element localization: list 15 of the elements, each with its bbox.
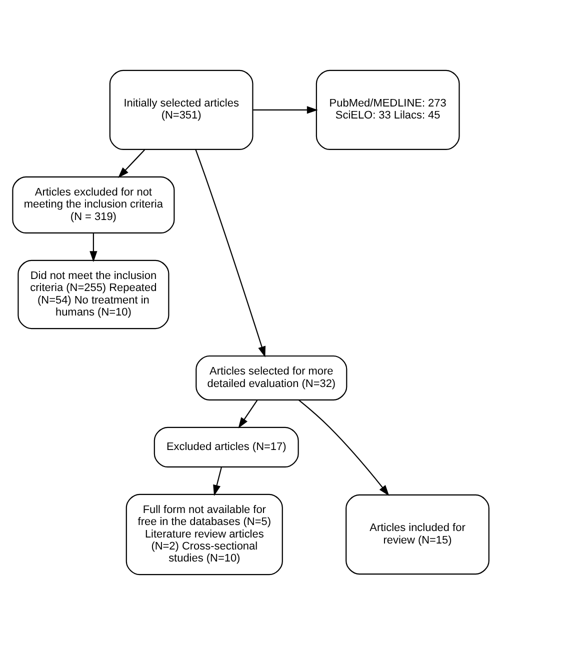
- node-box: Initially selected articles (N=351): [109, 70, 254, 150]
- arrow: [213, 467, 222, 496]
- node-box: PubMed/MEDLINE: 273 SciELO: 33 Lilacs: 45: [316, 70, 460, 150]
- node-box: Excluded articles (N=17): [154, 426, 299, 468]
- arrow: [238, 400, 258, 428]
- arrow: [298, 400, 390, 496]
- arrow: [195, 149, 266, 358]
- arrow: [253, 106, 318, 114]
- node-box: Did not meet the inclusion criteria (N=255) Repeated (N=54) No treatment in humans (N=10): [18, 260, 170, 330]
- node-box: Articles excluded for not meeting the inclusion criteria (N = 319): [12, 176, 175, 234]
- node-box: Articles selected for more detailed evaluation (N=32): [196, 355, 348, 400]
- node-box: Full form not available for free in the databases (N=5) Literature review articles (N=2) Cross-sectional studies (N=10): [126, 494, 283, 576]
- arrow: [90, 233, 98, 262]
- arrow: [118, 150, 145, 178]
- node-box: Articles included for review (N=15): [346, 494, 490, 575]
